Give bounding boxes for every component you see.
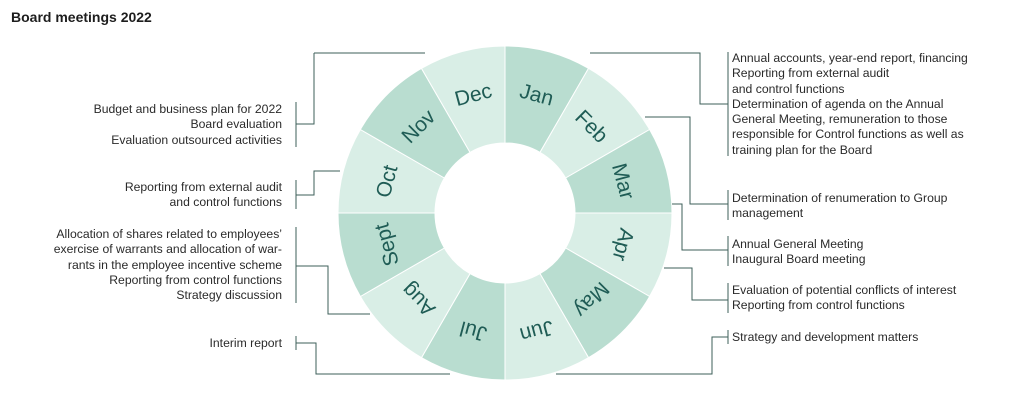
note-oct: Reporting from external audit and contro… — [124, 180, 282, 210]
connector-lines — [295, 52, 729, 375]
connector-dec — [295, 52, 425, 147]
connector-jan — [590, 52, 729, 156]
connector-sept — [295, 227, 370, 315]
connector-feb — [645, 116, 729, 220]
connector-mar — [672, 203, 729, 266]
note-aug: Interim report — [209, 336, 282, 350]
note-jun: Strategy and development matters — [732, 330, 919, 344]
note-jan: Annual accounts, year-end report, financ… — [732, 51, 968, 157]
page-title: Board meetings 2022 — [11, 9, 152, 25]
month-segment-dec — [420, 45, 506, 154]
connector-jun — [556, 330, 729, 375]
connector-apr — [664, 267, 729, 313]
connector-oct — [295, 170, 340, 209]
connector-jul — [295, 336, 450, 375]
note-sept: Allocation of shares related to employee… — [53, 227, 282, 303]
note-apr: Annual General Meeting Inaugural Board m… — [732, 237, 866, 267]
note-may: Evaluation of potential conflicts of int… — [732, 283, 957, 313]
note-nov: Budget and business plan for 2022 Board … — [93, 102, 282, 147]
note-mar: Determination of renumeration to Group m… — [732, 191, 948, 221]
wheel-segments — [337, 45, 673, 381]
